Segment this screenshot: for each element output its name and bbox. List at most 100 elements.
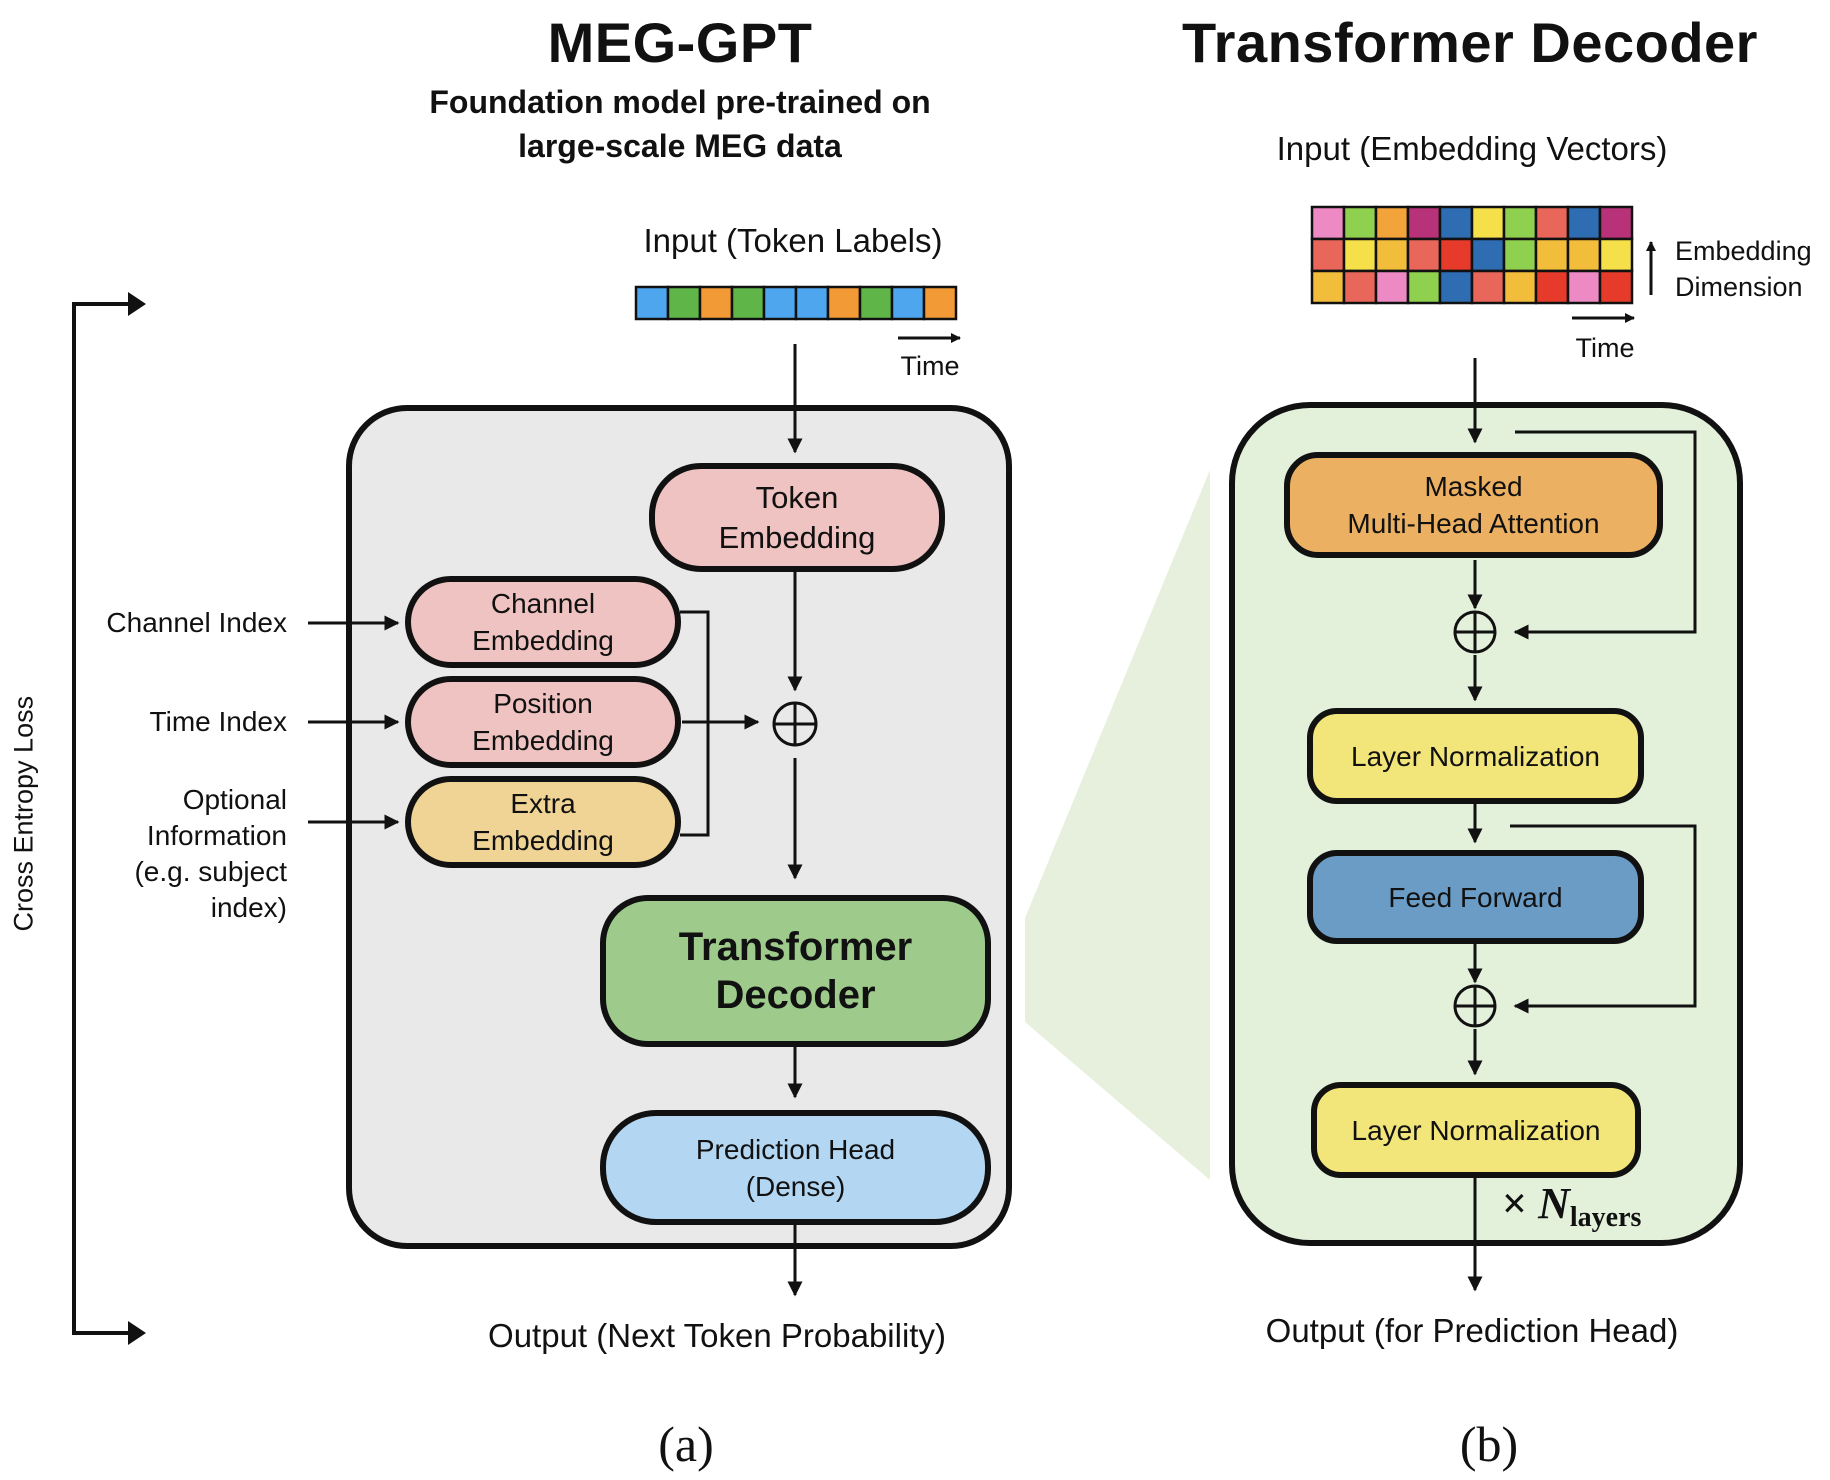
layer-norm-2-box: Layer Normalization [1311,1082,1641,1178]
layer-norm-2-text: Layer Normalization [1351,1114,1601,1146]
embedding-cell [1566,237,1602,273]
token-cell [698,285,734,321]
token-cell [858,285,894,321]
caption-b: (b) [1459,1416,1519,1472]
embedding-cell [1310,237,1346,273]
embedding-dimension-label: Embedding Dimension [1675,233,1812,305]
position-embedding-line2: Embedding [472,725,614,756]
token-cell [922,285,958,321]
input-token-labels: Input (Token Labels) [643,222,943,259]
embedding-cell [1598,237,1634,273]
token-embedding-line2: Embedding [718,519,876,555]
sum-node-b1 [1453,610,1497,654]
prediction-head-line2: (Dense) [745,1170,846,1202]
embedding-cell [1502,205,1538,241]
embedding-cell [1598,205,1634,241]
prediction-head-box: Prediction Head (Dense) [600,1110,991,1225]
embedding-cell [1310,269,1346,305]
token-cell [730,285,766,321]
embedding-dimension-line1: Embedding [1675,236,1812,266]
transformer-decoder-line1: Transformer [678,925,913,969]
optional-info-line3: (e.g. subject [134,856,287,887]
attention-line1: Masked [1424,471,1523,502]
token-cell [762,285,798,321]
feed-forward-text: Feed Forward [1388,881,1563,913]
embedding-cell [1342,205,1378,241]
position-embedding-line1: Position [493,688,593,719]
sum-node-a [772,701,818,747]
token-embedding-line1: Token [755,479,839,515]
optional-info-line1: Optional [182,784,287,815]
optional-info-line4: index) [210,892,287,923]
embedding-cell [1438,237,1474,273]
zoom-wedge [1025,470,1210,1180]
embedding-cell [1502,237,1538,273]
layer-norm-1-text: Layer Normalization [1351,740,1600,772]
embedding-dimension-line2: Dimension [1675,272,1803,302]
embedding-cell [1438,205,1474,241]
sum-node-b2 [1453,984,1497,1028]
embedding-cell [1310,205,1346,241]
embedding-cell [1374,269,1410,305]
embedding-cell [1502,269,1538,305]
repeat-n: N [1538,1179,1570,1228]
repeat-symbol: × [1502,1179,1528,1228]
embedding-vector-grid [1310,205,1634,305]
embedding-cell [1534,237,1570,273]
panel-a-subtitle-line1: Foundation model pre-trained on [429,84,931,120]
embedding-cell [1534,205,1570,241]
prediction-head-line1: Prediction Head [695,1133,896,1165]
channel-index-label: Channel Index [106,607,287,638]
decoder-panel [1229,402,1743,1246]
panel-b-title: Transformer Decoder [1182,11,1758,74]
embedding-cell [1406,205,1442,241]
embedding-cell [1470,205,1506,241]
attention-line2: Multi-Head Attention [1347,508,1600,539]
time-label-b: Time [1575,333,1635,363]
optional-information-label: Optional Information (e.g. subject index… [134,782,287,926]
embedding-cell [1342,269,1378,305]
token-cell [826,285,862,321]
embedding-cell [1342,237,1378,273]
output-next-token-label: Output (Next Token Probability) [488,1317,946,1354]
n-layers-label: × Nlayers [1502,1178,1641,1234]
embedding-cell [1374,237,1410,273]
embedding-cell [1470,237,1506,273]
panel-a-subtitle-line2: large-scale MEG data [518,128,842,164]
extra-embedding-line1: Extra [510,788,576,819]
input-embedding-vectors: Input (Embedding Vectors) [1276,130,1668,167]
time-label-a: Time [900,351,960,381]
token-cell [634,285,670,321]
embedding-cell [1598,269,1634,305]
token-cell [794,285,830,321]
output-prediction-head-label: Output (for Prediction Head) [1265,1312,1679,1349]
caption-a: (a) [658,1416,714,1472]
embedding-cell [1566,269,1602,305]
cross-entropy-loss-label: Cross Entropy Loss [8,695,39,932]
repeat-sub: layers [1569,1202,1642,1233]
feed-forward-box: Feed Forward [1307,850,1644,944]
token-cell [890,285,926,321]
embedding-cell [1406,269,1442,305]
time-index-label: Time Index [149,706,287,737]
token-label-sequence [634,285,958,321]
embedding-cell [1374,205,1410,241]
embedding-cell [1534,269,1570,305]
embedding-cell [1406,237,1442,273]
extra-embedding-line2: Embedding [472,825,614,856]
embedding-cell [1566,205,1602,241]
channel-embedding-line1: Channel [490,588,596,619]
optional-info-line2: Information [146,820,287,851]
transformer-decoder-line2: Decoder [715,973,876,1017]
embedding-cell [1470,269,1506,305]
channel-embedding-line2: Embedding [472,625,614,656]
layer-norm-1-box: Layer Normalization [1307,708,1644,804]
embedding-cell [1438,269,1474,305]
